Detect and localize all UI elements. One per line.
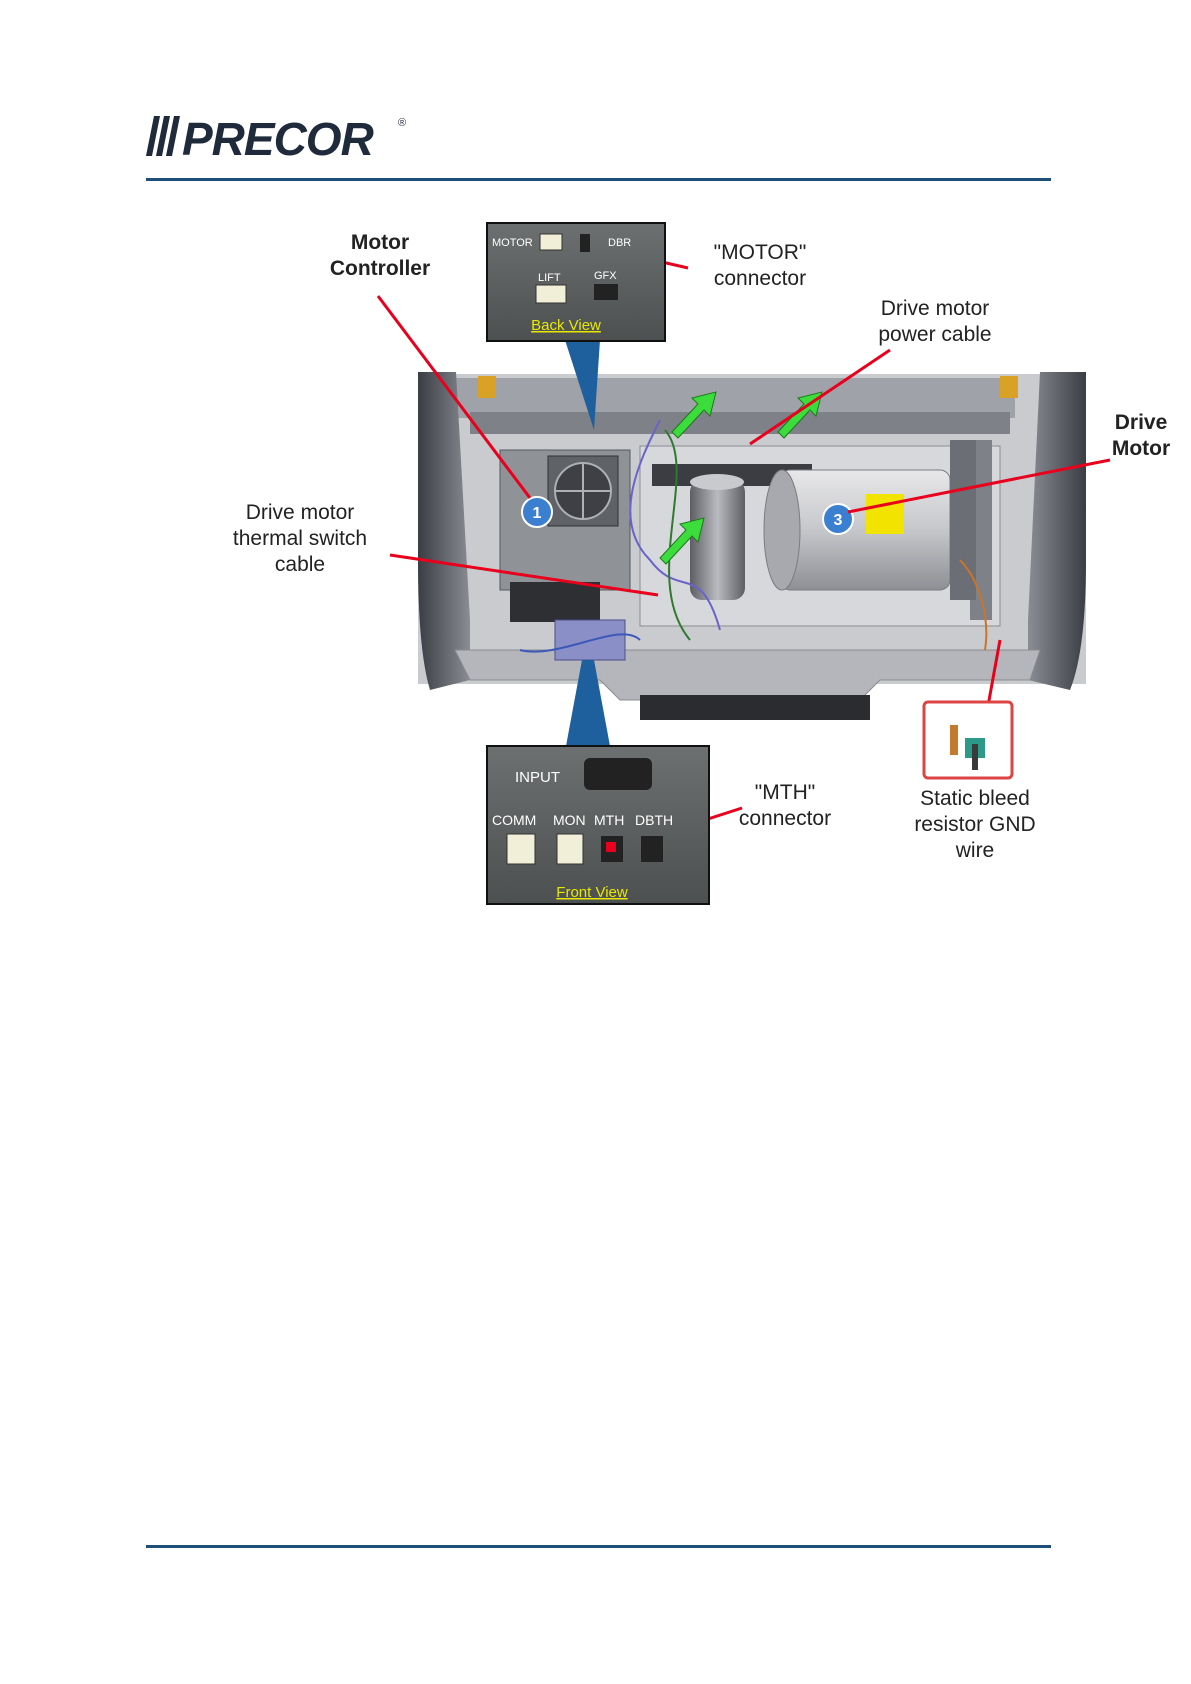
back-lift-label: LIFT	[538, 272, 561, 284]
thermal-switch-cable-label: Drive motor thermal switch cable	[210, 500, 390, 578]
back-view-caption: Back View	[531, 317, 601, 334]
badge-1-label: 1	[533, 505, 542, 522]
badge-1: 1	[522, 497, 552, 527]
badge-3-label: 3	[834, 512, 843, 529]
front-mth-label: MTH	[594, 812, 624, 828]
front-mon-label: MON	[553, 812, 586, 828]
mth-connector-label: "MTH" connector	[720, 780, 850, 832]
drive-motor-label: Drive Motor	[1096, 410, 1186, 462]
back-dbr-label: DBR	[608, 237, 631, 249]
drive-motor-power-cable-label: Drive motor power cable	[855, 296, 1015, 348]
front-input-label: INPUT	[515, 769, 560, 786]
back-view-inset: MOTOR DBR LIFT GFX Back View	[487, 223, 665, 341]
front-view-caption: Front View	[556, 884, 628, 901]
static-bleed-label: Static bleed resistor GND wire	[890, 786, 1060, 864]
front-comm-label: COMM	[492, 812, 536, 828]
static-bleed-inset	[924, 702, 1012, 778]
motor-connector-label: "MOTOR" connector	[690, 240, 830, 292]
badge-3: 3	[823, 504, 853, 534]
motor-controller-label: Motor Controller	[305, 230, 455, 282]
back-motor-label: MOTOR	[492, 237, 533, 249]
front-dbth-label: DBTH	[635, 812, 673, 828]
front-view-inset: INPUT COMM MON MTH DBTH Front View	[487, 746, 709, 904]
back-gfx-label: GFX	[594, 270, 617, 282]
